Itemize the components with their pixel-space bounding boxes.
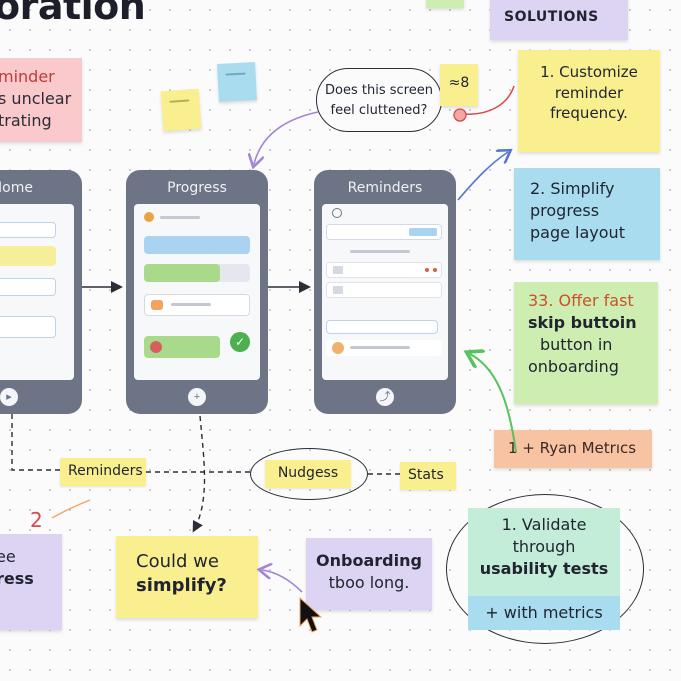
orange-stroke <box>51 499 91 519</box>
sol1-line-3: frequency. <box>550 104 628 123</box>
reminders-row-2[interactable] <box>326 244 442 258</box>
sol1-line-1: 1. Customize <box>540 63 638 81</box>
cursor-icon <box>299 596 323 633</box>
progress-add-button[interactable]: ✓ <box>230 332 250 352</box>
progress-bar-green[interactable] <box>144 264 250 282</box>
validate-line-3: usability tests <box>479 559 609 579</box>
blue-arrow-solution <box>457 152 508 201</box>
bubble-line-2: feel cluttened? <box>330 103 428 119</box>
sticky-note-pain-points[interactable]: minder s unclear trating <box>0 58 82 142</box>
dashed-home-line <box>11 414 60 471</box>
screen-progress-body: ✓ <box>134 204 260 380</box>
home-button-icon[interactable]: ▸ <box>0 388 18 406</box>
reminders-row-1[interactable] <box>326 224 442 240</box>
board-title: oration <box>0 0 146 28</box>
progress-home-button-icon[interactable]: + <box>188 388 206 406</box>
sticky-note-solution-2[interactable]: 2. Simplify progress page layout <box>514 168 660 260</box>
phone-progress[interactable]: Progress ✓ + <box>126 170 268 414</box>
left-purple-line-1: ee <box>0 547 16 566</box>
sticky-note-small-count[interactable]: ≈8 <box>440 64 478 106</box>
progress-bar-blue[interactable] <box>144 236 250 254</box>
label-stats[interactable]: Stats <box>400 462 456 490</box>
sol3-line-2: skip buttoin <box>528 313 637 333</box>
onboarding-line-1: Onboarding <box>316 551 422 570</box>
green-arrow-solution <box>470 354 517 453</box>
reminders-row-5[interactable] <box>326 340 442 356</box>
dashed-progress-down <box>192 415 206 533</box>
screen-title-home: Iome <box>0 180 33 196</box>
red-connector-line <box>460 85 515 115</box>
nudgess-ellipse[interactable]: Nudgess <box>250 448 368 500</box>
sol3-line-3: button in <box>540 335 613 355</box>
sticky-note-onboarding[interactable]: Onboarding tboo long. <box>306 538 432 610</box>
small-count-text: ≈8 <box>448 75 470 91</box>
sticky-note-solution-1[interactable]: 1. Customize reminder frequency. <box>518 50 660 152</box>
simplify-line-1: Could we <box>136 551 219 572</box>
label-nudgess: Nudgess <box>265 460 351 488</box>
marker-two: 2 <box>30 508 43 532</box>
screen-title-reminders: Reminders <box>347 180 423 196</box>
home-row-3[interactable] <box>0 278 56 296</box>
pain-line-3: trating <box>0 111 52 131</box>
sticky-note-top-stub[interactable] <box>426 0 464 8</box>
screen-reminders-body <box>322 204 448 380</box>
reminders-home-button-icon[interactable]: ⤴ <box>376 388 394 406</box>
bubble-line-1: Does this screen <box>325 83 433 98</box>
sticky-note-solution-3[interactable]: 33. Offer fast skip buttoin button in on… <box>514 282 658 404</box>
validate-ellipse[interactable] <box>446 494 644 644</box>
sticky-note-validate[interactable]: 1. Validate through usability tests <box>468 508 620 596</box>
onboarding-line-2: tboo long. <box>328 573 410 593</box>
sticky-note-progress-left[interactable]: ee ress <box>0 534 62 630</box>
phone-reminders[interactable]: Reminders ⤴ <box>314 170 456 414</box>
simplify-line-2: simplify? <box>136 575 227 597</box>
pain-line-2: s unclear <box>0 89 72 109</box>
home-row-4[interactable] <box>0 316 56 338</box>
home-row-1[interactable] <box>0 222 56 238</box>
purple-arrow-bubble <box>254 111 319 164</box>
sol2-line-3: page layout <box>530 223 625 243</box>
sticky-note-could-we-simplify[interactable]: Could we simplify? <box>116 536 258 618</box>
home-row-2[interactable] <box>0 246 56 266</box>
solutions-label: SOLUTIONS <box>490 0 628 40</box>
pain-line-1: minder <box>0 67 55 86</box>
left-purple-line-2: ress <box>0 569 34 589</box>
phone-home[interactable]: Iome ▸ <box>0 170 82 414</box>
reminders-clock-icon <box>332 208 342 218</box>
sol3-line-4: onboarding <box>528 357 619 377</box>
validate-line-1: 1. Validate <box>501 515 587 534</box>
progress-card-orange[interactable] <box>144 294 250 316</box>
screen-home-body <box>0 204 74 380</box>
reminders-input[interactable] <box>326 320 438 334</box>
purple-arrow-onboarding <box>262 570 303 593</box>
progress-avatar-icon <box>144 212 154 222</box>
sol2-line-1: 2. Simplify <box>530 179 615 198</box>
progress-card-green[interactable] <box>144 336 220 358</box>
red-connector-dot <box>453 108 467 122</box>
screen-title-progress: Progress <box>167 180 227 196</box>
question-bubble[interactable]: Does this screen feel cluttened? <box>316 68 442 132</box>
sol2-line-2: progress <box>530 201 600 221</box>
label-reminders[interactable]: Reminders <box>60 458 146 486</box>
sticky-note-with-metrics[interactable]: + with metrics <box>468 596 620 630</box>
validate-line-2: through <box>512 537 576 557</box>
sticky-note-ryan-metrics[interactable]: 1 + Ryan Metrıcs <box>494 430 652 468</box>
with-metrics-text: + with metrics <box>485 603 603 622</box>
sol1-line-2: reminder <box>554 83 624 102</box>
reminders-row-4[interactable] <box>326 282 442 298</box>
reminders-row-3[interactable] <box>326 262 442 278</box>
ryan-text: 1 + Ryan Metrıcs <box>508 439 637 457</box>
sol3-line-1: 33. Offer fast <box>528 291 634 310</box>
